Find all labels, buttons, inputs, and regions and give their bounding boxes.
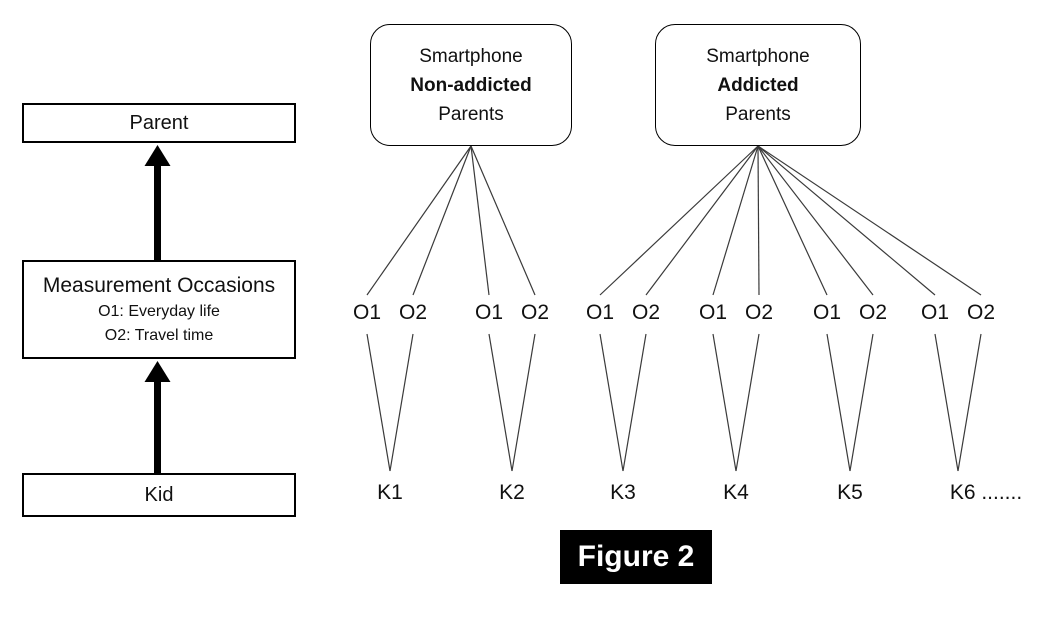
connector-line <box>826 333 851 472</box>
upward-arrow-head <box>144 145 171 166</box>
occasion-label-o1-6: O1 <box>920 301 950 324</box>
connector-line <box>712 333 737 472</box>
figure-caption-text: Figure 2 <box>577 540 695 573</box>
connector-line <box>757 145 874 296</box>
occasion-label-o2-2: O2 <box>520 301 550 324</box>
connector-line <box>488 333 513 472</box>
connector-line <box>470 145 536 296</box>
connector-line <box>599 145 759 296</box>
connector-line <box>757 145 828 296</box>
connector-line <box>412 145 472 296</box>
measurement-occasions-title: Measurement Occasions <box>42 273 276 297</box>
kid-box: Kid <box>22 473 296 517</box>
kid-label-5: K5 <box>837 481 863 504</box>
connector-line <box>645 145 759 296</box>
occasion-label-o1-1: O1 <box>352 301 382 324</box>
non-addicted-line1: Smartphone <box>419 45 523 67</box>
occasion-label-o1-3: O1 <box>585 301 615 324</box>
connector-line <box>599 333 624 472</box>
connector-line <box>366 145 472 296</box>
connector-line <box>712 145 759 296</box>
occasion-1-description: O1: Everyday life <box>98 302 220 320</box>
connector-line <box>934 333 959 472</box>
occasion-2-description: O2: Travel time <box>104 326 214 344</box>
connector-line <box>511 333 536 472</box>
addicted-line3: Parents <box>725 103 791 125</box>
kid-label-6: K6 ....... <box>949 481 1023 504</box>
non-addicted-line2: Non-addicted <box>410 74 532 96</box>
kid-label-1: K1 <box>377 481 403 504</box>
occasion-label-o1-2: O1 <box>474 301 504 324</box>
connector-line <box>735 333 760 472</box>
connector-line <box>366 333 391 472</box>
kid-label-2: K2 <box>499 481 525 504</box>
parent-box-label: Parent <box>129 111 189 134</box>
addicted-line2: Addicted <box>717 74 799 96</box>
connector-line <box>470 145 490 296</box>
occasion-label-o1-5: O1 <box>812 301 842 324</box>
non-addicted-line3: Parents <box>438 103 504 125</box>
connector-line <box>622 333 647 472</box>
occasion-label-o2-6: O2 <box>966 301 996 324</box>
occasion-label-o2-1: O2 <box>398 301 428 324</box>
figure-caption: Figure 2 <box>560 530 712 584</box>
connector-line <box>757 145 982 296</box>
connector-line <box>757 145 760 296</box>
occasion-label-o1-4: O1 <box>698 301 728 324</box>
occasion-label-o2-3: O2 <box>631 301 661 324</box>
occasion-label-o2-5: O2 <box>858 301 888 324</box>
kid-box-label: Kid <box>144 483 174 506</box>
non-addicted-parents-box: Smartphone Non-addicted Parents <box>370 24 572 146</box>
connector-line <box>389 333 414 472</box>
addicted-line1: Smartphone <box>706 45 810 67</box>
connector-line <box>757 145 936 296</box>
upward-arrow-head <box>144 361 171 382</box>
parent-box: Parent <box>22 103 296 143</box>
kid-label-3: K3 <box>610 481 636 504</box>
connector-line <box>849 333 874 472</box>
connector-line <box>957 333 982 472</box>
kid-label-4: K4 <box>723 481 749 504</box>
addicted-parents-box: Smartphone Addicted Parents <box>655 24 861 146</box>
occasion-label-o2-4: O2 <box>744 301 774 324</box>
measurement-occasions-box: Measurement Occasions O1: Everyday life … <box>22 260 296 359</box>
